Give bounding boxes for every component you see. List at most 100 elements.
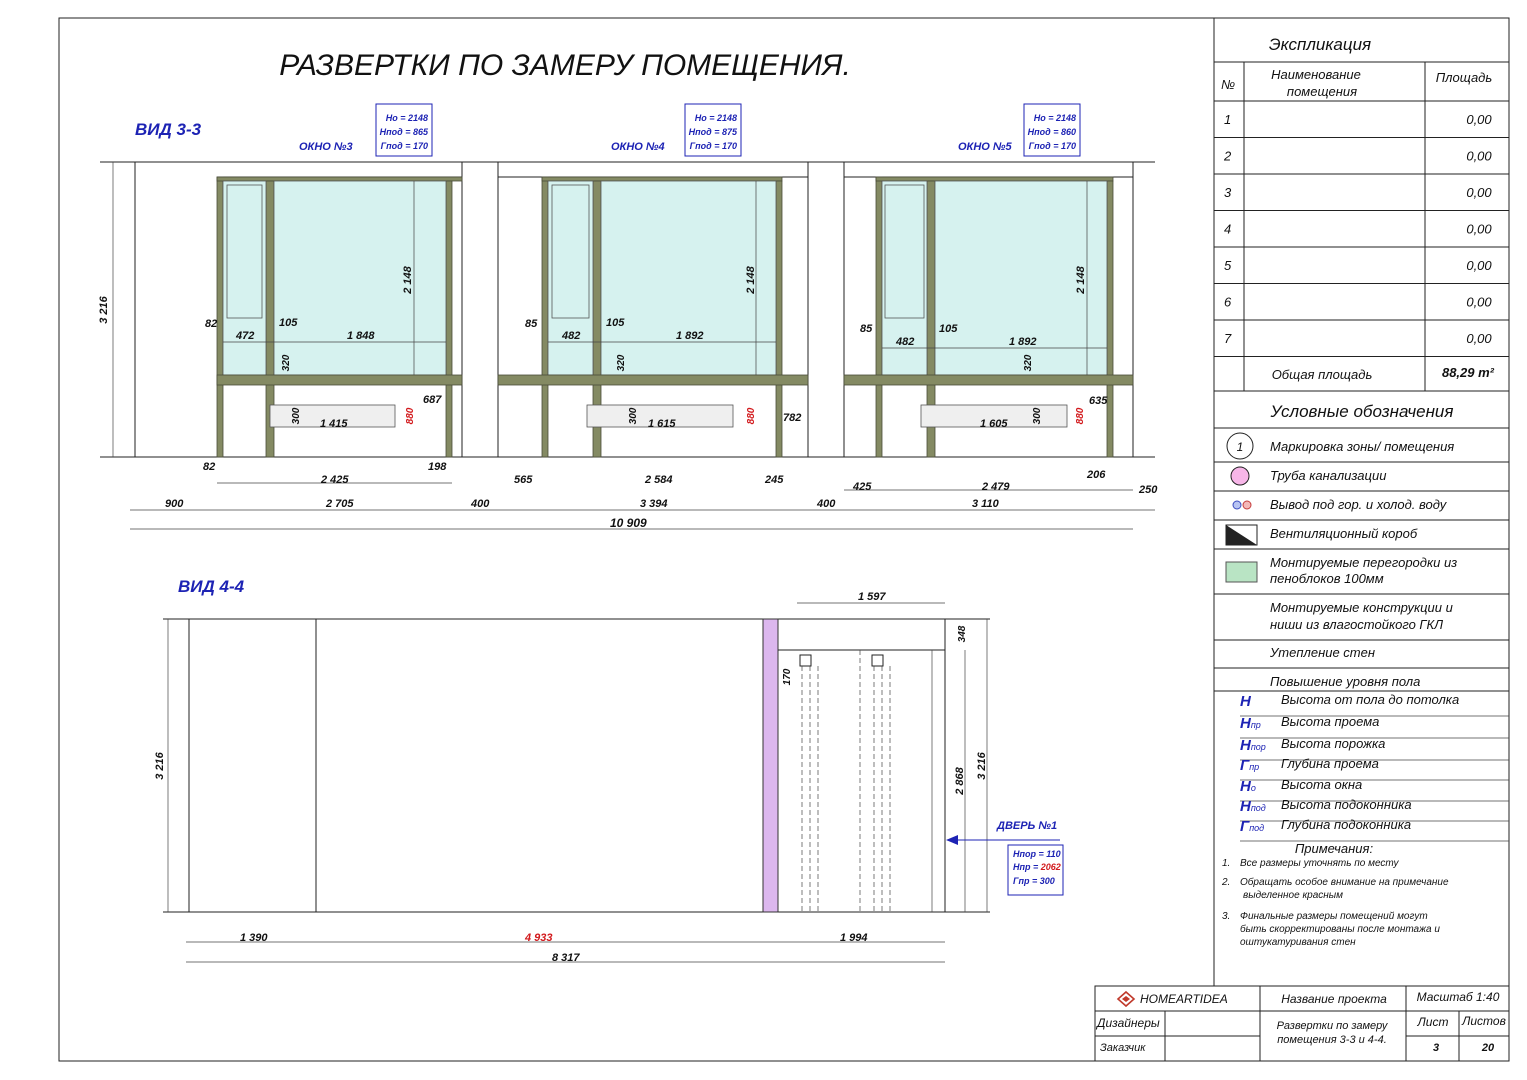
svg-text:8 317: 8 317 — [552, 952, 580, 964]
svg-text:оштукатуривания стен: оштукатуривания стен — [1240, 937, 1356, 948]
svg-text:20: 20 — [1481, 1042, 1495, 1054]
svg-text:3 216: 3 216 — [154, 751, 166, 779]
svg-text:Дизайнеры: Дизайнеры — [1095, 1016, 1160, 1030]
svg-text:400: 400 — [470, 498, 490, 510]
svg-text:482: 482 — [895, 336, 914, 348]
svg-text:Hпод = 875: Hпод = 875 — [689, 127, 738, 137]
svg-text:ОКНО №4: ОКНО №4 — [611, 141, 665, 153]
svg-text:Hо = 2148: Hо = 2148 — [386, 113, 428, 123]
svg-text:1: 1 — [1237, 440, 1244, 454]
svg-text:выделенное красным: выделенное красным — [1243, 890, 1343, 901]
svg-text:2 148: 2 148 — [1075, 265, 1087, 294]
svg-text:Условные обозначения: Условные обозначения — [1270, 402, 1454, 421]
svg-text:№: № — [1221, 77, 1235, 92]
window-3-header: ОКНО №3 Hо = 2148 Hпод = 865 Гпод = 170 — [299, 103, 433, 157]
svg-text:782: 782 — [783, 412, 801, 424]
svg-text:3: 3 — [1433, 1042, 1439, 1054]
svg-text:170: 170 — [782, 668, 793, 685]
svg-text:помещения 3-3 и 4-4.: помещения 3-3 и 4-4. — [1277, 1034, 1387, 1046]
svg-text:Гпод = 170: Гпод = 170 — [381, 141, 428, 151]
explication-row-area: 0,00 — [1466, 295, 1492, 310]
door-1-callout: ДВЕРЬ №1 Hпор = 110 Hпр = 2062 Гпр = 300 — [946, 820, 1064, 896]
title-block: HOMEARTIDEA Название проекта Масштаб 1:4… — [1094, 985, 1510, 1062]
svg-text:85: 85 — [860, 323, 873, 335]
view-4-4-dimensions: 1 597 348 170 3 216 2 868 3 216 1 390 4 … — [154, 591, 988, 964]
view-3-3-label: ВИД 3-3 — [135, 120, 202, 139]
svg-text:565: 565 — [514, 474, 533, 486]
svg-text:2 148: 2 148 — [745, 265, 757, 294]
svg-text:472: 472 — [235, 330, 254, 342]
svg-text:2 148: 2 148 — [402, 265, 414, 294]
svg-text:Hо = 2148: Hо = 2148 — [695, 113, 737, 123]
svg-text:1 892: 1 892 — [676, 330, 704, 342]
svg-text:Hпод = 860: Hпод = 860 — [1028, 127, 1076, 137]
svg-text:105: 105 — [606, 317, 625, 329]
svg-text:Маркировка зоны/ помещения: Маркировка зоны/ помещения — [1270, 439, 1454, 454]
sewer-pipe-icon — [1230, 466, 1250, 486]
svg-text:Листов: Листов — [1461, 1014, 1506, 1028]
window-5-header: ОКНО №5 Hо = 2148 Hпод = 860 Гпод = 170 — [958, 103, 1081, 157]
svg-text:300: 300 — [628, 407, 639, 424]
svg-text:1 848: 1 848 — [347, 330, 375, 342]
abbr-symbol: Гпр — [1240, 757, 1259, 774]
abbr-symbol: H — [1240, 693, 1252, 710]
svg-text:320: 320 — [1023, 354, 1034, 371]
svg-text:1 390: 1 390 — [240, 932, 268, 944]
view-3-3-dimensions: 3 216 2 148 82 472 105 1 848 320 300 1 4… — [98, 162, 1158, 530]
svg-text:Повышение уровня пола: Повышение уровня пола — [1270, 674, 1420, 689]
svg-text:1 415: 1 415 — [320, 418, 348, 430]
svg-text:2 705: 2 705 — [325, 498, 354, 510]
svg-text:ДВЕРЬ №1: ДВЕРЬ №1 — [996, 820, 1057, 832]
svg-text:пеноблоков 100мм: пеноблоков 100мм — [1270, 571, 1384, 586]
svg-text:85: 85 — [525, 318, 538, 330]
svg-text:4 933: 4 933 — [524, 932, 553, 944]
abbr-text: Высота от пола до потолка — [1281, 692, 1459, 707]
svg-text:Все размеры уточнять по мес: Все размеры уточнять по месту — [1240, 858, 1400, 869]
hot-water-icon — [1242, 500, 1252, 510]
abbr-text: Высота проема — [1281, 714, 1379, 729]
svg-text:1 892: 1 892 — [1009, 336, 1037, 348]
svg-text:Площадь: Площадь — [1436, 70, 1493, 85]
svg-text:Масштаб 1:40: Масштаб 1:40 — [1417, 990, 1500, 1004]
svg-text:ниши из влагостойкого ГКЛ: ниши из влагостойкого ГКЛ — [1270, 617, 1443, 632]
explication-row-no: 5 — [1224, 258, 1232, 273]
svg-text:3 216: 3 216 — [98, 295, 110, 323]
partition-swatch-icon — [1225, 561, 1258, 583]
svg-text:Hо = 2148: Hо = 2148 — [1034, 113, 1076, 123]
svg-text:Лист: Лист — [1417, 1015, 1449, 1029]
svg-text:105: 105 — [939, 323, 958, 335]
svg-text:Hпр = 2062: Hпр = 2062 — [1013, 862, 1061, 872]
svg-text:348: 348 — [957, 625, 968, 642]
svg-text:2 868: 2 868 — [954, 766, 966, 795]
svg-text:Заказчик: Заказчик — [1100, 1042, 1146, 1054]
abbr-text: Глубина подоконника — [1281, 817, 1411, 832]
svg-text:1 994: 1 994 — [840, 932, 868, 944]
abbr-symbol: Hо — [1240, 778, 1256, 795]
svg-text:HOMEARTIDEA: HOMEARTIDEA — [1140, 992, 1228, 1006]
pipe-marker-icon — [871, 654, 884, 667]
svg-text:206: 206 — [1086, 469, 1106, 481]
svg-text:687: 687 — [423, 394, 442, 406]
window-4-header: ОКНО №4 Hо = 2148 Hпод = 875 Гпод = 170 — [611, 103, 742, 157]
explication-row-area: 0,00 — [1466, 185, 1492, 200]
abbr-symbol: Hпр — [1240, 715, 1261, 732]
explication-row-area: 0,00 — [1466, 149, 1492, 164]
svg-text:425: 425 — [852, 481, 872, 493]
svg-text:Утепление стен: Утепление стен — [1269, 645, 1375, 660]
svg-text:Гпод = 170: Гпод = 170 — [1029, 141, 1076, 151]
svg-text:3.: 3. — [1222, 911, 1230, 922]
svg-text:880: 880 — [1075, 407, 1086, 424]
svg-text:Hпод = 865: Hпод = 865 — [380, 127, 429, 137]
svg-text:320: 320 — [616, 354, 627, 371]
explication-row-no: 6 — [1224, 295, 1232, 310]
view-3-3-elevation — [100, 161, 1155, 458]
explication-row-no: 7 — [1224, 331, 1232, 346]
abbr-symbol: Гпод — [1240, 818, 1264, 835]
svg-text:482: 482 — [561, 330, 580, 342]
svg-text:300: 300 — [1032, 407, 1043, 424]
abbr-text: Высота окна — [1281, 777, 1362, 792]
svg-text:880: 880 — [746, 407, 757, 424]
svg-text:быть скорректированы после мон: быть скорректированы после монтажа и — [1240, 923, 1440, 935]
svg-text:Обращать особое внимание на пр: Обращать особое внимание на примечание — [1240, 876, 1449, 888]
svg-text:1 605: 1 605 — [980, 418, 1008, 430]
